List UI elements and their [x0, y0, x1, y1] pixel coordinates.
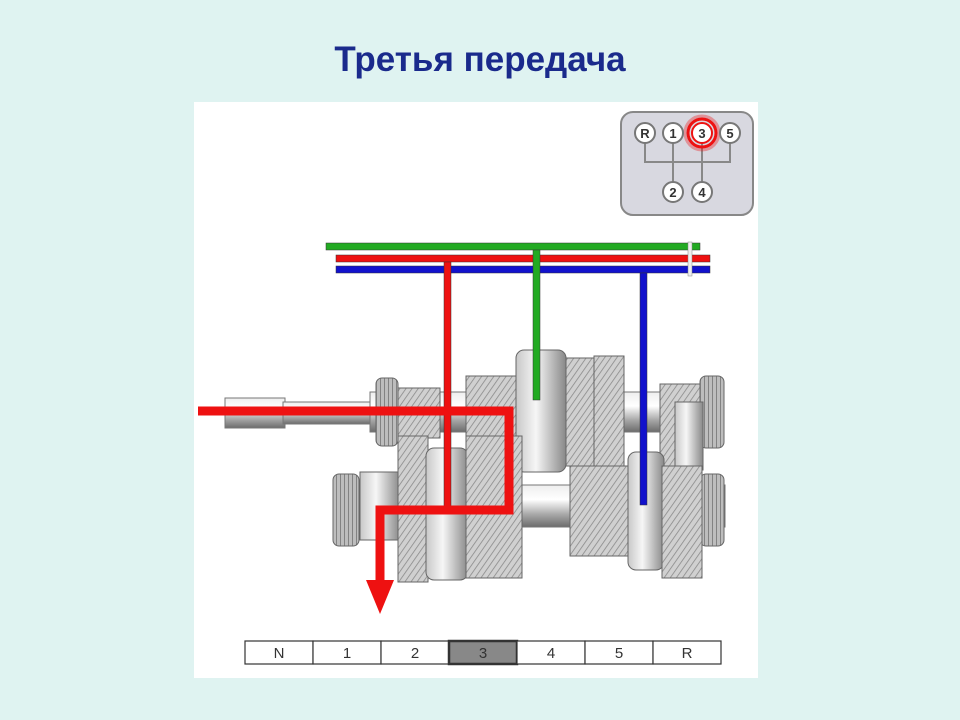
gearbox-mechanism: [224, 349, 726, 583]
shift-knob-r: [634, 122, 656, 144]
selector-cell-label: 1: [343, 645, 351, 662]
shift-rails: [325, 241, 711, 277]
shift-knob-label: 4: [698, 185, 706, 200]
shift-knob-label: 1: [669, 126, 676, 141]
gearbox-diagram-panel: R 1 3 5 2 4: [194, 102, 758, 678]
shift-knob-4: [691, 181, 713, 203]
shift-knobs: R 1 3 5 2 4: [634, 122, 741, 203]
selector-cell-label: 2: [411, 645, 419, 662]
shift-knob-label: 3: [698, 126, 705, 141]
shift-knob-3: [691, 122, 713, 144]
gear-selector-bar: N 1 2 3 4 5 R: [244, 639, 722, 666]
rail-blue: [335, 265, 711, 274]
fork-red: [443, 261, 452, 513]
slide-title: Третья передача: [334, 40, 626, 79]
bearing: [699, 473, 725, 547]
fork-blue: [639, 272, 648, 506]
bearing: [699, 375, 725, 449]
selector-cell-label: N: [274, 645, 285, 662]
rail-red: [335, 254, 711, 263]
rail-green: [325, 242, 701, 251]
shift-knob-label: 2: [669, 185, 676, 200]
synchronizer-upper: [515, 349, 567, 473]
selector-cell-r: [652, 640, 722, 665]
selector-forks: [443, 249, 648, 513]
gearbox-diagram: R 1 3 5 2 4: [198, 111, 754, 666]
selector-cell-label: 5: [615, 645, 623, 662]
power-flow-arrow: [366, 580, 394, 614]
shift-knob-1: [662, 122, 684, 144]
shift-knob-5: [719, 122, 741, 144]
power-flow-path: [198, 406, 514, 614]
bearing: [332, 473, 360, 547]
selector-cell-label: 4: [547, 645, 555, 662]
shift-knob-2: [662, 181, 684, 203]
selector-cell-label: R: [682, 645, 693, 662]
shift-knob-label: 5: [726, 126, 733, 141]
active-gear-ring: [686, 117, 718, 149]
selector-cell-label: 3: [479, 645, 487, 662]
fork-green: [532, 249, 541, 401]
shift-knob-label: R: [640, 126, 650, 141]
